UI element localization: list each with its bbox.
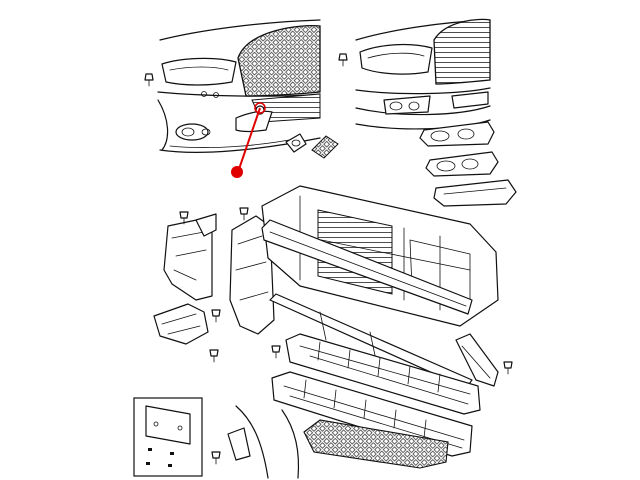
inset-fastener-3 bbox=[146, 462, 150, 465]
splash-bracket bbox=[227, 427, 251, 461]
callout-marker bbox=[231, 102, 266, 178]
fog-bezel-upper bbox=[419, 121, 495, 147]
inset-fastener-1 bbox=[148, 448, 152, 451]
inset-fastener-2 bbox=[170, 452, 174, 455]
lower-absorber bbox=[271, 371, 473, 457]
upper-grille-srt bbox=[433, 18, 491, 85]
impact-bar bbox=[269, 293, 473, 389]
exploded-front-end-view bbox=[153, 185, 513, 479]
bumper-beam bbox=[261, 219, 473, 315]
screw-fastener-3 bbox=[209, 349, 219, 363]
center-air-duct bbox=[229, 215, 275, 335]
screw-fastener-2 bbox=[239, 207, 249, 221]
fog-lamp-bezel-set bbox=[419, 121, 517, 207]
front-fascia-srt-view bbox=[338, 14, 491, 134]
fender-edge bbox=[235, 405, 269, 479]
screw-fastener-5 bbox=[211, 309, 221, 323]
grille-insert-small bbox=[311, 135, 339, 159]
right-side-bracket bbox=[455, 333, 499, 387]
energy-absorber bbox=[285, 333, 481, 415]
push-pin-fastener-srt bbox=[338, 53, 348, 61]
lower-grille-insert bbox=[303, 419, 449, 469]
inset-fastener-4 bbox=[168, 464, 172, 467]
left-lower-bracket bbox=[153, 303, 209, 345]
fog-lamp bbox=[175, 123, 209, 141]
screw-fastener-4 bbox=[271, 345, 281, 359]
screw-fastener-1 bbox=[179, 211, 189, 225]
license-plate-bracket bbox=[145, 405, 191, 445]
headlamp bbox=[161, 57, 237, 86]
front-fascia-standard-view bbox=[144, 14, 339, 182]
fog-bezel-trim bbox=[433, 179, 517, 207]
headlamp-srt bbox=[359, 43, 433, 75]
license-bracket-inset bbox=[133, 397, 203, 477]
screw-fastener-7 bbox=[211, 451, 221, 465]
drl-strip bbox=[235, 110, 273, 133]
screw-fastener-6 bbox=[503, 361, 513, 375]
fog-bezel-small bbox=[285, 133, 307, 153]
push-pin-fastener bbox=[144, 73, 154, 81]
